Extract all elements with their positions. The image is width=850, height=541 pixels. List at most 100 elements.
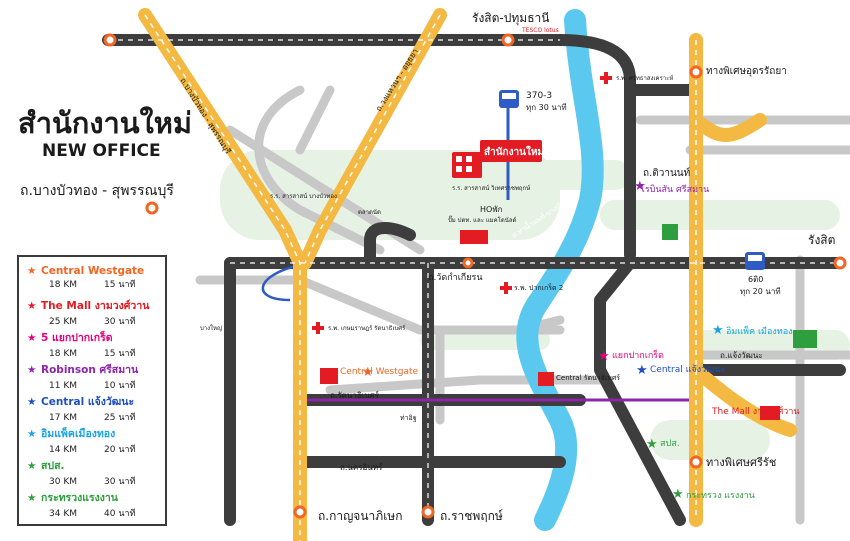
- legend-km: 11 KM: [49, 381, 77, 391]
- label-market: ตลาดนัด: [358, 209, 381, 216]
- star-icon: ★: [27, 396, 37, 408]
- legend-km: 25 KM: [49, 317, 77, 327]
- label-central-rat: Central รัตนาธิเบศร์: [556, 374, 620, 382]
- svg-text:★: ★: [646, 437, 658, 452]
- office-building-icon: [452, 152, 482, 178]
- location-stars: ★ ★ ★ ★ ★ ★ ★: [362, 179, 724, 502]
- label-hoaphak: HOพัก: [480, 205, 503, 214]
- label-gas: ปั๊ม ปตท. และ แมคโดนัลด์: [448, 215, 517, 224]
- legend-min: 30 นาที: [104, 317, 136, 327]
- blue-curve: [261, 263, 301, 302]
- label-office: สำนักงานใหม่: [484, 145, 544, 158]
- label-ratchaphruek: ถ.ราชพฤกษ์: [440, 509, 503, 523]
- legend-min: 25 นาที: [104, 413, 136, 423]
- legend-item: ★ Central Westgate 18 KM 15 นาที: [27, 265, 165, 291]
- star-icon: ★: [27, 332, 37, 344]
- highway-centerline: [144, 14, 697, 541]
- legend-min: 20 นาที: [104, 445, 136, 455]
- label-rangsit: รังสิต: [808, 233, 835, 247]
- label-school2: ร.ร. สารสาสน์ วิเทศราชพฤกษ์: [452, 184, 530, 192]
- label-tha-it: ท่าอิฐ: [400, 414, 417, 422]
- label-rattanathibet: ถ.รัตนาธิเบศร์: [330, 390, 380, 400]
- legend-name: 5 แยกปากเกร็ด: [41, 332, 113, 344]
- label-bus1: 370-3: [526, 91, 552, 101]
- legend-min: 15 นาที: [104, 349, 136, 359]
- label-tesco: TESCO lotus: [521, 27, 559, 34]
- label-pakkret: ร.พ. ปากเกร็ด 2: [514, 283, 563, 292]
- star-icon: ★: [27, 300, 37, 312]
- label-tiwanon: ถ.ติวานนท์: [643, 167, 690, 179]
- label-rangsit-pathum: รังสิต-ปทุมธานี: [472, 11, 549, 26]
- star-icon: ★: [27, 265, 37, 277]
- hospital-icons: [312, 72, 612, 334]
- label-nakhon-in: ถ.นครอินทร์: [340, 462, 383, 472]
- label-sps: สปส.: [660, 439, 680, 449]
- office-label-pointer: [470, 156, 484, 166]
- bus-icon-2: [745, 252, 765, 270]
- legend-item: ★ กระทรวงแรงงาน 34 KM 40 นาที: [27, 489, 165, 520]
- legend-km: 18 KM: [49, 280, 77, 290]
- mall-logos: [320, 224, 817, 420]
- label-the-mall: The Mall งามวงศ์วาน: [711, 405, 800, 417]
- legend-item: ★ สปส. 30 KM 30 นาที: [27, 457, 165, 488]
- star-icon: ★: [27, 460, 37, 472]
- legend-km: 14 KM: [49, 445, 77, 455]
- label-sikhet: แยกปากเกร็ด: [612, 348, 664, 361]
- label-bus1-time: ทุก 30 นาที: [526, 103, 567, 112]
- label-hospital-top: ร.พ. ศรัทธาสงเคราะห์: [616, 74, 673, 82]
- legend-min: 15 นาที: [104, 280, 136, 290]
- label-udon-ratthaya: ทางพิเศษอุดรรัถยา: [706, 66, 787, 77]
- bus-icon: [499, 90, 519, 108]
- road-end-markers: [103, 33, 847, 519]
- svg-text:★: ★: [598, 349, 610, 364]
- office-label-box: [480, 140, 542, 162]
- legend-min: 40 นาที: [104, 509, 136, 519]
- legend-name: สปส.: [41, 460, 65, 472]
- label-bus2: 6ติ0: [748, 275, 763, 284]
- label-wat-kham-kian: ถ.วัดกำเกียรน: [428, 272, 483, 283]
- label-labor: กระทรวง แรงงาน: [686, 491, 755, 501]
- star-icon: ★: [27, 364, 37, 376]
- legend-name: Robinson ศรีสมาน: [41, 364, 139, 376]
- legend-name: The Mall งามวงศ์วาน: [41, 300, 150, 312]
- label-school1: ร.ร. สารสาสน์ บางบัวทอง: [270, 192, 337, 200]
- page-title: สำนักงานใหม่: [18, 106, 193, 140]
- label-central-cw: Central แจ้งวัฒนะ: [650, 364, 725, 375]
- label-kanchana: ถ.กาญจนาภิเษก: [318, 509, 402, 523]
- legend-km: 18 KM: [49, 349, 77, 359]
- legend-item: ★ Robinson ศรีสมาน 11 KM 10 นาที: [27, 361, 165, 392]
- svg-text:★: ★: [636, 363, 648, 378]
- legend-name: Central แจ้งวัฒนะ: [41, 396, 135, 408]
- legend-km: 17 KM: [49, 413, 77, 423]
- label-impact: อิมแพ็ค เมืองทอง: [726, 324, 793, 337]
- label-central-wg: Central Westgate: [340, 367, 419, 377]
- page-subtitle: ถ.บางบัวทอง - สุพรรณบุรี: [20, 183, 174, 199]
- legend-item: ★ Central แจ้งวัฒนะ 17 KM 25 นาที: [27, 393, 165, 424]
- main-road-centerline: [108, 39, 840, 520]
- chao-phraya-river: [516, 9, 604, 531]
- legend-item: ★ The Mall งามวงศ์วาน 25 KM 30 นาที: [27, 297, 165, 328]
- svg-text:★: ★: [672, 487, 684, 502]
- page-title-en: NEW OFFICE: [42, 141, 161, 161]
- label-hospital-nonthaburi: ร.พ. เกษมราษฎร์ รัตนาธิเบศร์: [328, 324, 406, 332]
- distance-legend: ★ Central Westgate 18 KM 15 นาที ★ The Mall…: [17, 255, 167, 526]
- legend-name: Central Westgate: [41, 265, 145, 277]
- label-bangyai: บางใหญ่: [200, 324, 222, 332]
- legend-km: 34 KM: [49, 509, 77, 519]
- legend-name: กระทรวงแรงงาน: [41, 492, 118, 504]
- star-icon: ★: [27, 428, 37, 440]
- legend-min: 10 นาที: [104, 381, 136, 391]
- legend-item: ★ 5 แยกปากเกร็ด 18 KM 15 นาที: [27, 329, 165, 360]
- svg-text:★: ★: [362, 365, 374, 380]
- legend-min: 30 นาที: [104, 477, 136, 487]
- svg-text:★: ★: [712, 323, 724, 338]
- legend-km: 30 KM: [49, 477, 77, 487]
- label-si-rat: ทางพิเศษศรีรัช: [706, 456, 776, 469]
- star-icon: ★: [27, 492, 37, 504]
- label-robinson: โรบินสัน ศรีสมาน: [640, 184, 709, 195]
- legend-name: อิมแพ็คเมืองทอง: [41, 428, 116, 440]
- label-bus2-time: ทุก 20 นาที: [740, 287, 781, 296]
- label-chaengwattana: ถ.แจ้งวัฒนะ: [720, 351, 763, 360]
- legend-item: ★ อิมแพ็คเมืองทอง 14 KM 20 นาที: [27, 425, 165, 456]
